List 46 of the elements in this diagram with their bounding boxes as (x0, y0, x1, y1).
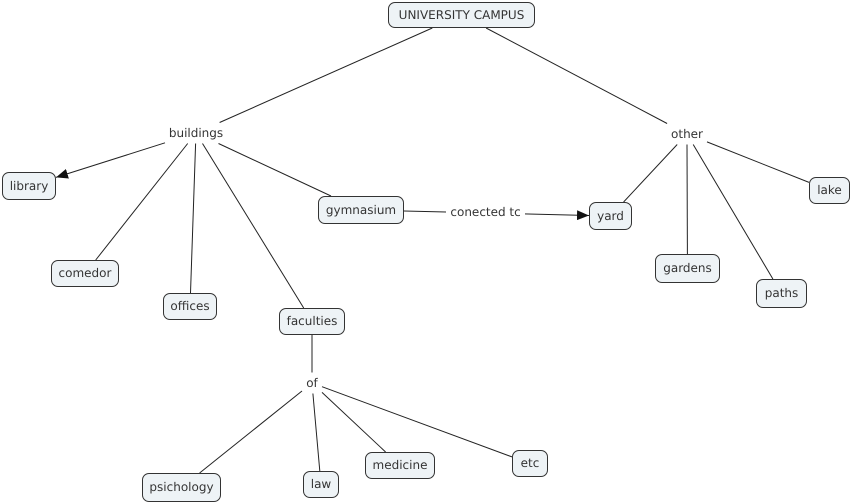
linking-phrase: of (305, 376, 319, 390)
concept-label: paths (764, 286, 798, 301)
connector-line (322, 386, 512, 458)
concept-box (655, 254, 720, 283)
concept-box (512, 450, 548, 477)
connector-line (706, 141, 810, 183)
concept-box (51, 260, 119, 287)
concept-label: comedor (58, 266, 112, 281)
concept-label: gymnasium (326, 202, 396, 218)
arrow (56, 142, 166, 179)
concept-label: yard (597, 208, 624, 224)
connector-line (623, 144, 678, 202)
concept-box (163, 293, 217, 320)
connector-line (202, 143, 304, 308)
connector-line (190, 143, 196, 294)
concept-box (279, 308, 345, 335)
concept-label: etc (520, 456, 540, 471)
concept-box (365, 452, 435, 479)
connector-line (218, 143, 332, 196)
concept-label: UNIVERSITY CAMPUS (398, 8, 524, 22)
concept-box (589, 202, 632, 230)
concept-box (318, 196, 404, 224)
concept-label: gardens (663, 261, 712, 276)
connector-line (322, 392, 386, 452)
concept-box (303, 471, 339, 498)
concept-box (2, 172, 56, 200)
concept-box (809, 177, 850, 204)
linking-phrase: other (670, 126, 704, 142)
concept-label: psichology (149, 480, 214, 495)
connector-line (692, 144, 774, 280)
concept-label: law (310, 477, 332, 492)
concept-label: library (10, 178, 48, 194)
connector-line (199, 390, 302, 474)
concept-label: medicine (372, 458, 428, 473)
concept-box (142, 473, 221, 502)
connector-line (312, 393, 320, 472)
concept-label: offices (170, 299, 210, 314)
connector-line (486, 28, 668, 124)
concept-box (388, 2, 535, 28)
concept-label: lake (817, 183, 842, 198)
connector-line (219, 28, 433, 123)
connector-line (686, 144, 688, 254)
concept-label: faculties (286, 314, 338, 329)
concept-box (756, 279, 807, 308)
linking-phrase: buildings (168, 126, 224, 140)
connector-line (95, 143, 188, 260)
